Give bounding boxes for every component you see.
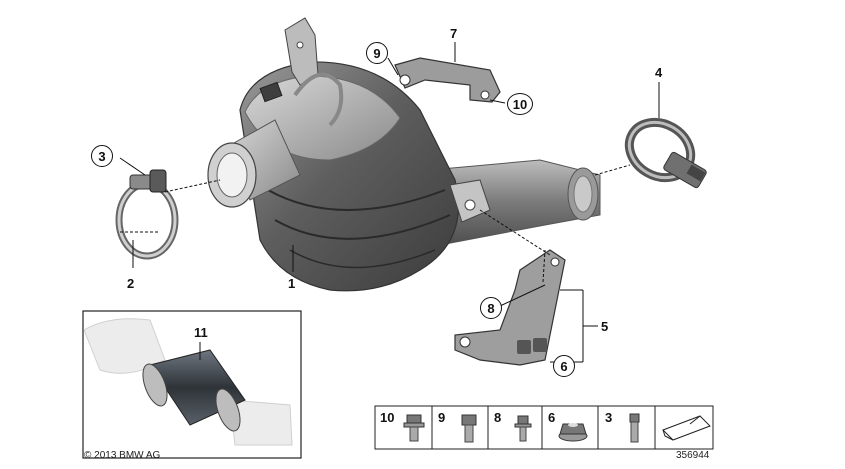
legend-number-6: 6 bbox=[548, 410, 556, 425]
legend-number-3: 3 bbox=[605, 410, 613, 425]
diagram-number: 356944 bbox=[676, 450, 710, 461]
callout-1: 1 bbox=[288, 276, 296, 291]
v-clamp-part bbox=[115, 169, 179, 260]
upper-bracket-part bbox=[394, 57, 501, 103]
callout-7: 7 bbox=[450, 26, 458, 41]
callout-4: 4 bbox=[655, 65, 663, 80]
copyright-text: © 2013 BMW AG bbox=[84, 450, 161, 461]
band-clamp-part bbox=[624, 117, 707, 189]
flange-bolt-icon bbox=[403, 414, 425, 442]
orientation-arrow-icon bbox=[662, 415, 711, 441]
legend-number-10: 10 bbox=[380, 410, 395, 425]
lower-bracket-part bbox=[454, 249, 566, 366]
inset-flex-pipe bbox=[82, 310, 302, 459]
leader-lines bbox=[119, 42, 660, 363]
flange-nut-icon bbox=[558, 423, 588, 442]
screw-icon bbox=[629, 413, 640, 443]
legend-number-9: 9 bbox=[438, 410, 446, 425]
callout-10: 10 bbox=[507, 93, 533, 115]
callout-9: 9 bbox=[366, 42, 388, 64]
callout-6: 6 bbox=[553, 355, 575, 377]
callout-3: 3 bbox=[91, 145, 113, 167]
callout-11: 11 bbox=[194, 325, 208, 340]
legend-strip bbox=[374, 405, 714, 450]
legend-number-8: 8 bbox=[494, 410, 502, 425]
hex-bolt-icon bbox=[461, 414, 477, 443]
stud-bolt-icon bbox=[514, 415, 532, 442]
callout-5: 5 bbox=[601, 319, 609, 334]
particulate-filter-part bbox=[207, 17, 601, 292]
callout-8: 8 bbox=[480, 297, 502, 319]
callout-2: 2 bbox=[127, 276, 135, 291]
